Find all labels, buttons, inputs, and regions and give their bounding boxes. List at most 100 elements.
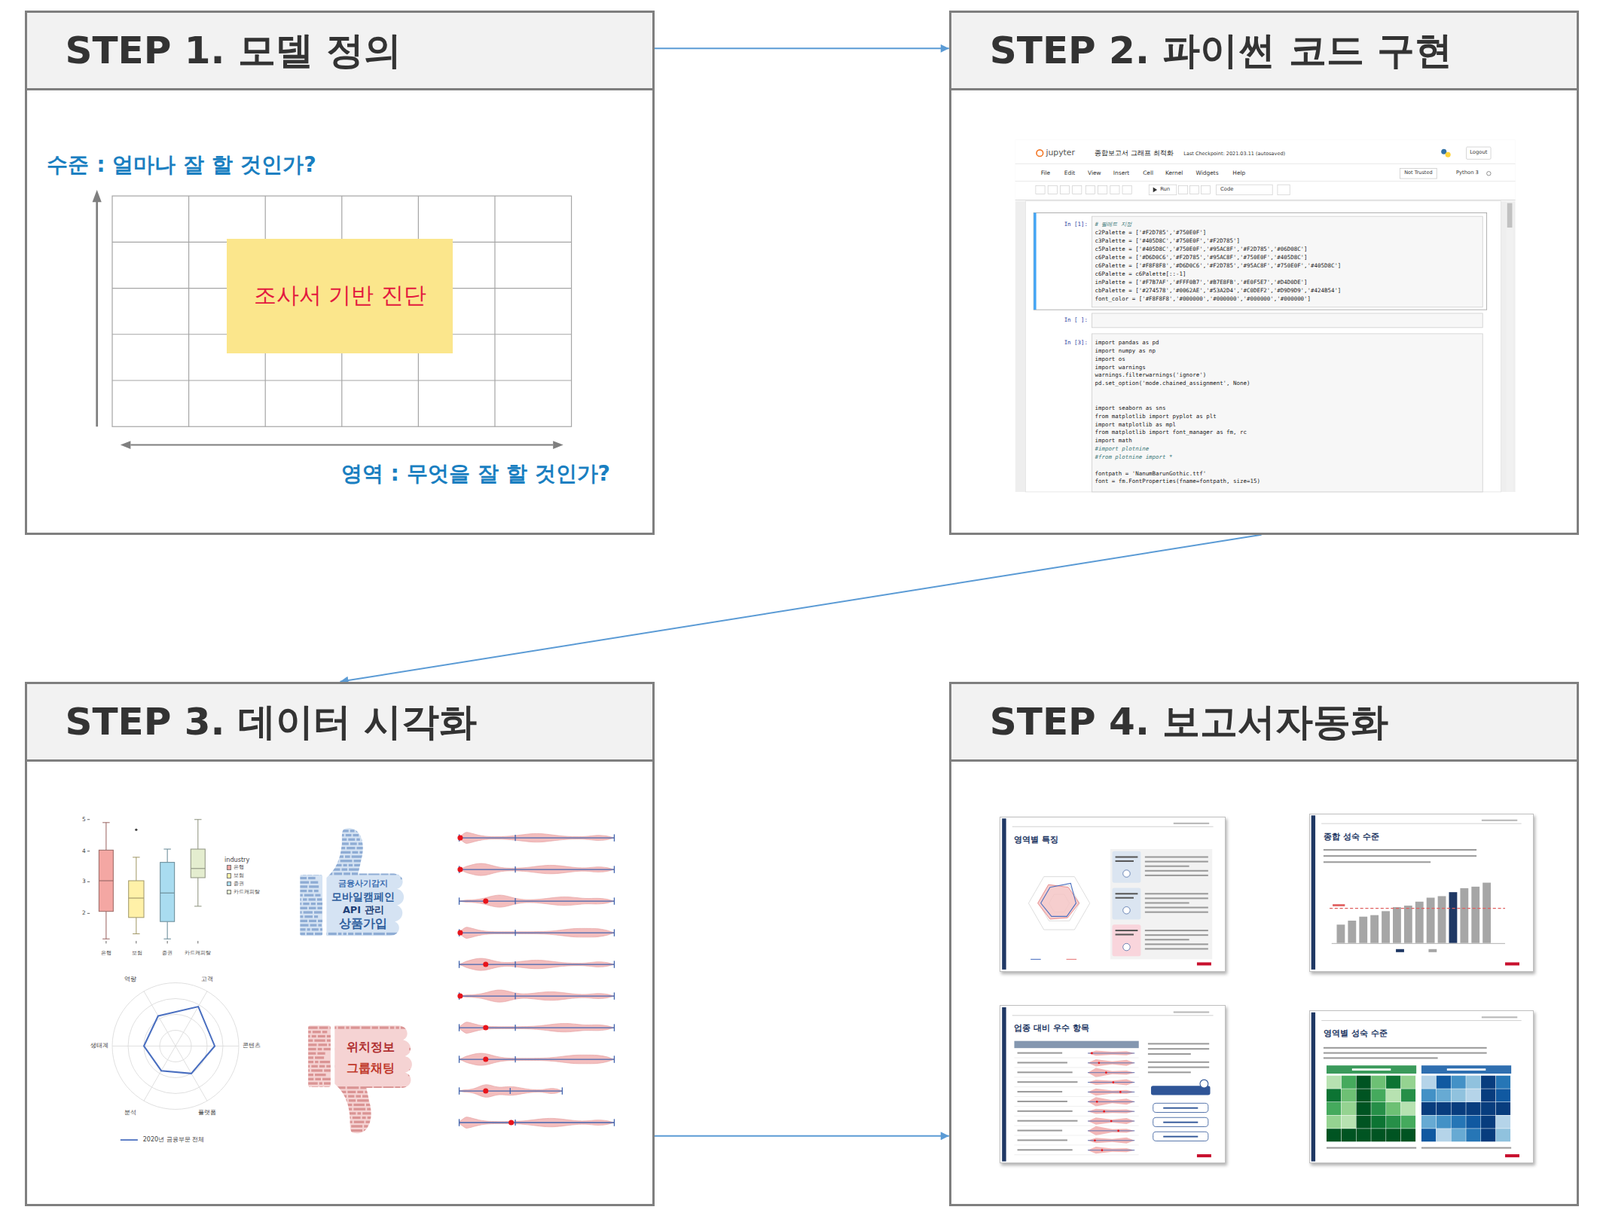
table-row-line bbox=[1013, 1115, 1139, 1117]
word-texture-bit bbox=[314, 1073, 327, 1076]
word-texture-bit bbox=[298, 923, 309, 926]
word-texture-bit bbox=[305, 1111, 312, 1115]
cell-prompt: In [ ]: bbox=[1064, 317, 1088, 324]
word-texture-bit bbox=[353, 1108, 366, 1111]
word-texture-bit bbox=[383, 829, 389, 832]
code-line: c6Palette = ['#F8F8F8','#D6D0C6','#F2D78… bbox=[1094, 262, 1341, 270]
word-texture-bit bbox=[382, 864, 389, 867]
word-texture-bit bbox=[302, 872, 306, 875]
thumb-word-cloud bbox=[298, 827, 418, 936]
chart-label: 2 bbox=[82, 909, 86, 917]
word-texture-bit bbox=[303, 910, 313, 913]
violin-shape bbox=[1087, 1050, 1135, 1057]
heatmap-cell bbox=[1386, 1128, 1401, 1142]
word-texture-bit bbox=[393, 1094, 403, 1097]
word-texture-bit bbox=[319, 1086, 323, 1089]
legend-line-sample bbox=[1066, 958, 1078, 960]
heatmap-cell bbox=[1465, 1075, 1481, 1089]
table-row-line bbox=[1013, 1154, 1139, 1155]
violin-line bbox=[1087, 1091, 1135, 1093]
toolbar-button bbox=[1200, 186, 1210, 195]
word-texture-bit bbox=[370, 854, 380, 858]
violin-line bbox=[459, 995, 615, 996]
whisker-cap bbox=[102, 821, 110, 823]
word-texture-bit bbox=[354, 859, 362, 862]
word-texture-bit bbox=[319, 1025, 329, 1029]
word-texture-bit bbox=[305, 1124, 310, 1127]
word-texture-bit bbox=[321, 859, 334, 862]
violin-shape bbox=[459, 832, 615, 844]
violin-cap bbox=[458, 1055, 460, 1063]
word-texture-bit bbox=[323, 846, 335, 849]
word-texture-bit bbox=[335, 1099, 341, 1102]
word-texture-bit bbox=[317, 1099, 325, 1102]
word-texture-bit bbox=[305, 1081, 318, 1084]
word-texture-bit bbox=[378, 1120, 390, 1124]
ui-text: Cell bbox=[1142, 170, 1154, 178]
word-texture-bit bbox=[351, 1124, 363, 1127]
heatmap-cell bbox=[1386, 1115, 1401, 1129]
legend-swatch bbox=[226, 864, 233, 871]
step-title: STEP 4. 보고서자동화 bbox=[951, 683, 1577, 762]
word-texture-bit bbox=[394, 1086, 400, 1089]
word-texture-bit bbox=[311, 1035, 317, 1038]
word-texture-bit bbox=[371, 842, 382, 845]
code-line: from matplotlib import font_manager as f… bbox=[1094, 429, 1247, 437]
word-texture-bit bbox=[362, 1111, 372, 1115]
word-texture-bit bbox=[396, 867, 400, 871]
word-texture-bit bbox=[346, 846, 355, 849]
word-texture-bit bbox=[314, 915, 318, 918]
word-texture-bit bbox=[406, 1090, 415, 1094]
word-texture-bit bbox=[319, 1103, 330, 1106]
word-texture-bit bbox=[305, 1056, 314, 1059]
violin-dot bbox=[457, 867, 463, 873]
heatmap-header bbox=[1326, 1065, 1417, 1074]
word-texture-bit bbox=[374, 1094, 382, 1097]
thumb-word-cloud bbox=[305, 1025, 425, 1133]
word-texture-bit bbox=[311, 1086, 318, 1089]
jupyter-logo bbox=[1036, 149, 1044, 157]
axis-arrow-head bbox=[120, 440, 132, 449]
slide-text-line bbox=[1017, 1100, 1068, 1103]
word-texture-bit bbox=[356, 829, 364, 832]
word-texture-bit bbox=[368, 872, 380, 875]
violin-shape bbox=[1087, 1078, 1135, 1085]
whisker bbox=[197, 877, 199, 907]
word-texture-bit bbox=[341, 867, 349, 871]
word-texture-bit bbox=[329, 842, 341, 845]
flow-arrow bbox=[339, 534, 1262, 682]
legend-line-sample bbox=[120, 1138, 138, 1141]
word-texture-bit bbox=[361, 1025, 371, 1029]
heatmap-cell bbox=[1480, 1102, 1496, 1115]
slide-card bbox=[1112, 851, 1142, 883]
cell-selection bbox=[1033, 212, 1487, 310]
word-texture-bit bbox=[348, 1120, 353, 1124]
code-line: import warnings bbox=[1094, 363, 1146, 371]
heatmap-cell bbox=[1401, 1102, 1416, 1115]
radar-series bbox=[1038, 884, 1080, 920]
word-texture-bit bbox=[373, 932, 385, 935]
word-texture-bit bbox=[391, 859, 399, 862]
slide-text-line bbox=[1323, 861, 1431, 863]
word-texture-bit bbox=[383, 838, 393, 841]
word-texture-bit bbox=[363, 1129, 375, 1132]
slide-text-line bbox=[1323, 1047, 1488, 1049]
slide-icon bbox=[1123, 870, 1130, 877]
word-texture-bit bbox=[316, 1094, 320, 1097]
word-texture-bit bbox=[375, 1129, 384, 1132]
slide-text-line bbox=[1017, 1090, 1063, 1093]
code-line: font = fm.FontProperties(fname=fontpath,… bbox=[1094, 478, 1260, 486]
word-texture-bit bbox=[322, 1030, 327, 1033]
word-texture-bit bbox=[383, 1124, 396, 1127]
slide-text-line bbox=[1145, 865, 1190, 868]
word-texture-bit bbox=[369, 1124, 375, 1127]
run-button bbox=[1148, 184, 1177, 196]
violin-line bbox=[1087, 1149, 1135, 1151]
word-texture-bit bbox=[317, 1047, 323, 1051]
word-texture-bit bbox=[335, 1111, 347, 1115]
toolbar-button bbox=[1072, 186, 1082, 195]
code-line: import os bbox=[1094, 356, 1125, 364]
word-texture-bit bbox=[311, 1065, 318, 1068]
slide-text-line bbox=[1017, 1110, 1073, 1112]
bar bbox=[1415, 901, 1424, 944]
